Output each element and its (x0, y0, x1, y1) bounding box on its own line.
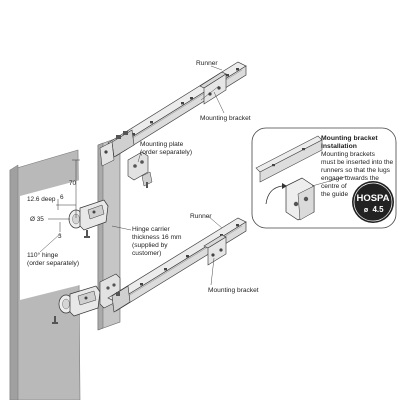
inset-text-4: engage towards the (321, 175, 379, 182)
label-runner-bottom: Runner (190, 213, 212, 220)
inset-text-1: Mounting brackets (321, 151, 376, 158)
corner-bracket-bottom (111, 285, 131, 313)
label-dim-dia35: Ø 35 (30, 216, 44, 223)
hinge-lower (52, 285, 101, 324)
label-dim-6: 6 (60, 194, 64, 201)
inset-text-3: runners so that the lugs (321, 167, 391, 174)
leader-lines (39, 65, 225, 286)
label-carrier-2: thickness 16 mm (132, 234, 182, 241)
mounting-bracket-top (199, 71, 227, 105)
mounting-bracket-bottom (203, 234, 227, 266)
label-runner-top: Runner (196, 60, 218, 67)
hospa-logo: HOSPA ø 4.5 (352, 181, 394, 223)
mounting-plate (127, 151, 153, 188)
label-dim-3: 3 (58, 233, 62, 240)
label-carrier-4: customer) (132, 250, 161, 257)
label-carrier-3: (supplied by (132, 242, 168, 249)
label-mounting-plate-1: Mounting plate (140, 141, 184, 148)
label-mounting-bracket-top: Mounting bracket (200, 115, 251, 122)
inset-text-6: the guide (321, 191, 348, 198)
logo-brand-text: HOSPA (356, 193, 389, 204)
label-dim-70: 70 (69, 180, 77, 187)
inset-text-5: centre of (321, 183, 347, 190)
corner-bracket (99, 129, 135, 167)
logo-diameter-symbol: ø (364, 207, 369, 214)
label-dim-deep: 12.6 deep (27, 196, 56, 203)
inset-title-2: Installation (321, 143, 357, 150)
label-carrier-1: Hinge carrier (132, 226, 171, 233)
label-mounting-bracket-bottom: Mounting bracket (208, 287, 259, 294)
inset-text-2: must be inserted into the (321, 159, 394, 166)
labels: Runner Mounting bracket Mounting plate (… (27, 60, 259, 294)
inset-text: Mounting bracket Installation Mounting b… (321, 135, 394, 198)
cabinet-panel (9, 149, 81, 400)
dimension-lines (48, 159, 80, 232)
label-mounting-plate-2: (order separately) (140, 149, 192, 156)
label-hinge-1: 110° hinge (27, 251, 58, 259)
label-hinge-2: (order separately) (27, 260, 79, 267)
inset-title-1: Mounting bracket (321, 135, 378, 142)
logo-size-text: 4.5 (372, 205, 384, 214)
